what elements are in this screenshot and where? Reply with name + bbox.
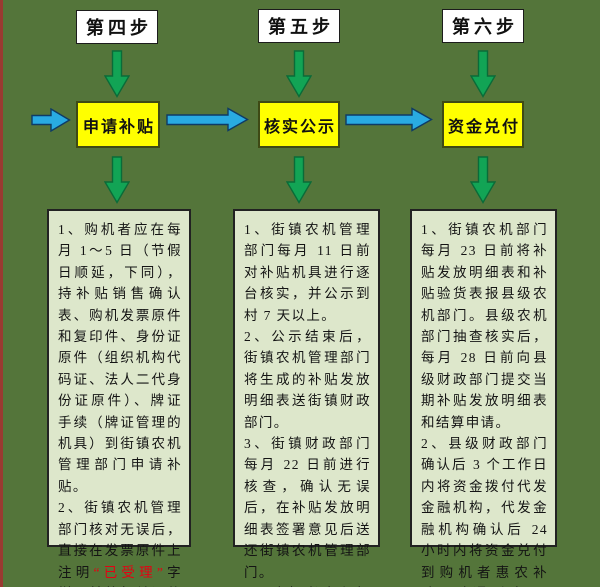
step4-detail-panel: 1、购机者应在每月 1～5 日（节假日顺延，下同），持补贴销售确认表、购机发票原… (47, 209, 191, 587)
step5-paragraph-4: 4、购机者应积极配合相关部门的验货核实工作。 (244, 583, 371, 587)
down-arrow-icon (286, 156, 312, 204)
step4-paragraph-2-pre: 2、街镇农机管理部门核对无误后，直接在发票原件上注明 (58, 500, 182, 580)
step6-title: 第六步 (452, 17, 518, 37)
step5-paragraph-3: 3、街镇财政部门每月 22 日前进行核查，确认无误后，在补贴发放明细表签署意见后… (244, 436, 371, 580)
step6-action-box: 资金兑付 (442, 101, 524, 148)
step6-detail-panel: 1、街镇农机部门每月 23 日前将补贴发放明细表和补贴验货表报县级农机部门。县级… (410, 209, 557, 587)
step6-action-label: 资金兑付 (447, 118, 520, 136)
down-arrow-icon (470, 156, 496, 204)
step5-action-label: 核实公示 (263, 118, 336, 136)
step5-paragraph-2: 2、公示结束后，街镇农机管理部门将生成的补贴发放明细表送街镇财政部门。 (244, 329, 371, 430)
step5-title-box: 第五步 (258, 9, 340, 43)
step5-action-box: 核实公示 (258, 101, 340, 148)
step4-paragraph-1: 1、购机者应在每月 1～5 日（节假日顺延，下同），持补贴销售确认表、购机发票原… (58, 222, 182, 494)
step4-action-label: 申请补贴 (82, 118, 155, 136)
accepted-stamp-highlight: “已受理” (93, 564, 165, 580)
step4-title-box: 第四步 (76, 10, 158, 44)
step5-paragraph-1: 1、街镇农机管理部门每月 11 日前对补贴机具进行逐台核实，并公示到村 7 天以… (244, 222, 371, 323)
step4-paragraph-2-post: 字样，并将相关证件退还购机者。 (58, 564, 182, 587)
step4-title: 第四步 (86, 18, 152, 38)
down-arrow-icon (104, 50, 130, 98)
step5-title: 第五步 (268, 17, 334, 37)
step4-paragraph-2: 2、街镇农机管理部门核对无误后，直接在发票原件上注明“已受理”字样，并将相关证件… (58, 497, 182, 587)
right-arrow-icon (166, 107, 249, 132)
down-arrow-icon (286, 50, 312, 98)
step5-detail-panel: 1、街镇农机管理部门每月 11 日前对补贴机具进行逐台核实，并公示到村 7 天以… (233, 209, 380, 587)
step6-paragraph-1: 1、街镇农机部门每月 23 日前将补贴发放明细表和补贴验货表报县级农机部门。县级… (421, 222, 548, 430)
step6-paragraph-2: 2、县级财政部门确认后 3 个工作日内将资金拨付代发金融机构，代发金融机构确认后… (421, 436, 548, 587)
right-arrow-icon (31, 108, 71, 132)
down-arrow-icon (104, 156, 130, 204)
step4-action-box: 申请补贴 (76, 101, 160, 148)
right-arrow-icon (345, 107, 433, 132)
step6-title-box: 第六步 (442, 9, 524, 43)
left-edge-strip (0, 0, 3, 587)
down-arrow-icon (470, 50, 496, 98)
